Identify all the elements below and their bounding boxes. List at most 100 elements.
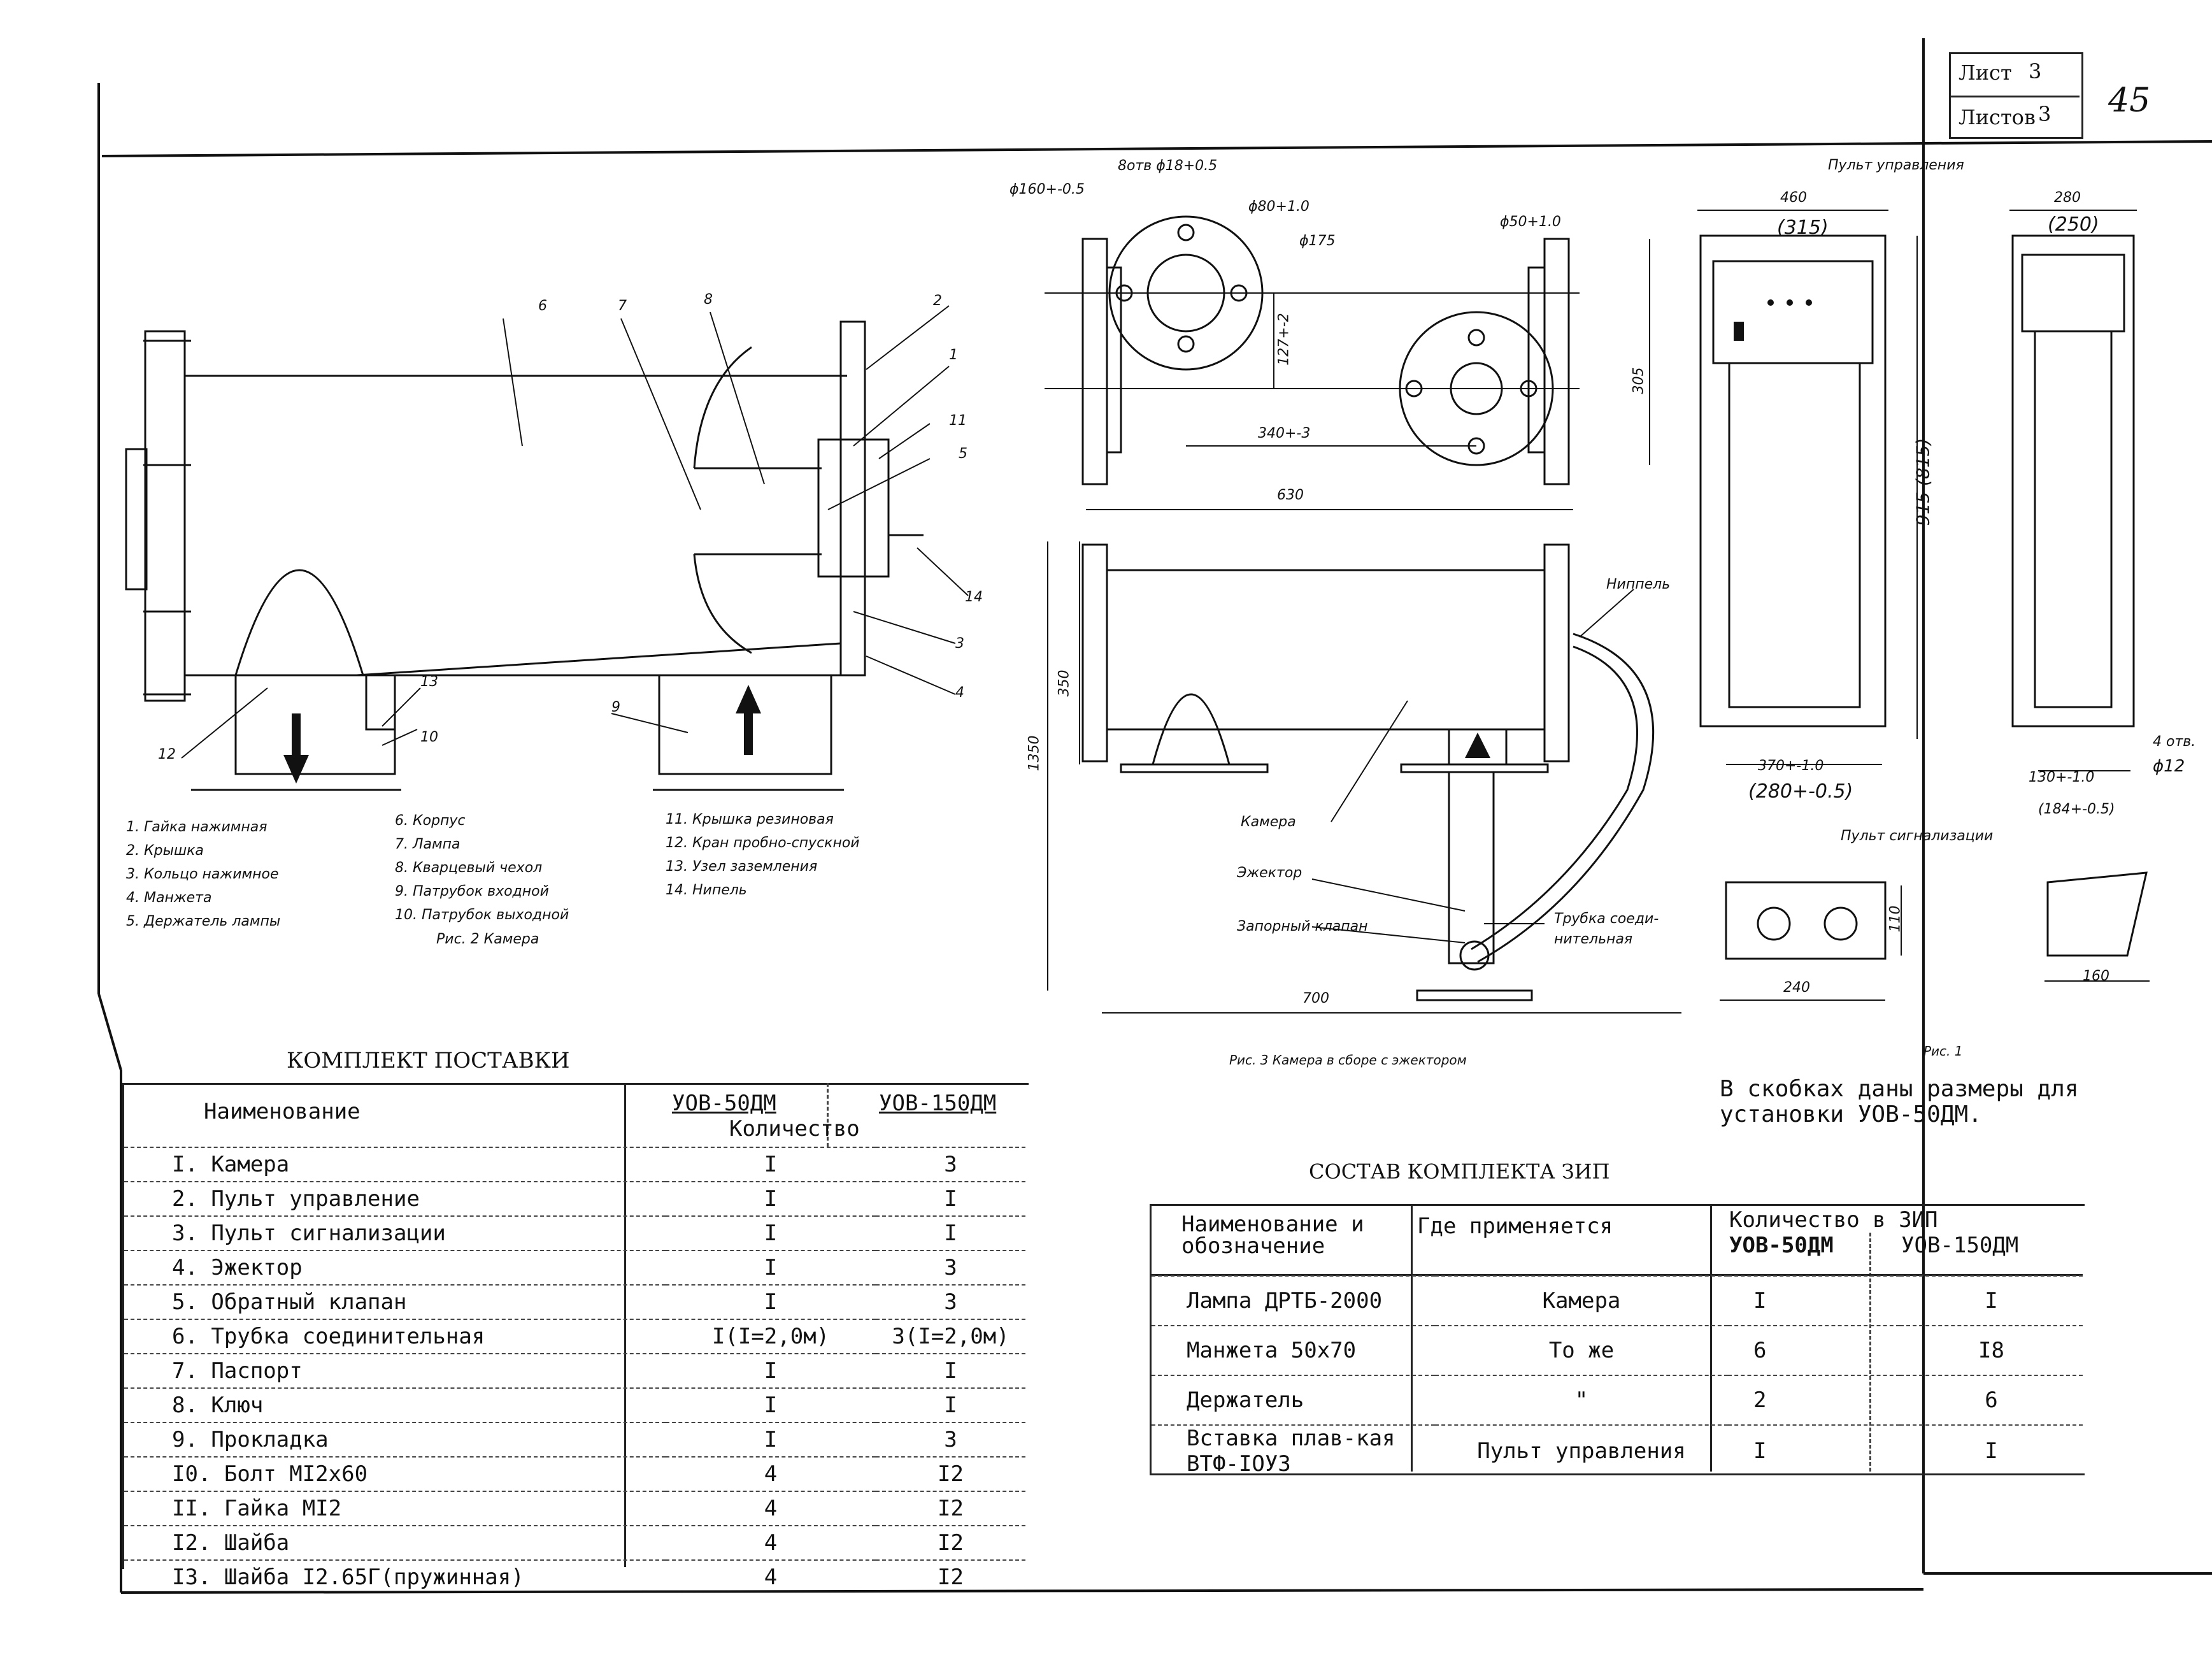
fig2-callout: 4 (955, 685, 964, 701)
fig3-label-nipple: Ниппель (1606, 577, 1671, 592)
sheet-number: 3 (2029, 59, 2042, 83)
delivery-col-b: УОВ-150ДМ (879, 1091, 997, 1116)
legend-item: 4. Манжета (126, 890, 212, 906)
delivery-cell-a: I (666, 1215, 876, 1250)
fig2-callout: 11 (949, 413, 967, 429)
sheets-label: Листов (1959, 105, 2036, 129)
fig2-callout: 12 (158, 747, 176, 763)
fig3-dim: 700 (1302, 991, 1329, 1007)
delivery-cell-name: I0. Болт MI2x60 (124, 1456, 666, 1491)
fig1-dim: 110 (1887, 905, 1904, 933)
zip-cell-where: " (1435, 1375, 1728, 1425)
dim-label: 8отв ϕ18+0.5 (1118, 158, 1218, 174)
delivery-cell-name: I2. Шайба (124, 1525, 666, 1560)
fig2-callout: 5 (959, 446, 967, 462)
delivery-cell-name: 9. Прокладка (124, 1422, 666, 1457)
fig1-dim: ϕ12 (2153, 757, 2185, 776)
fig3-label-chamber: Камера (1241, 814, 1296, 830)
zip-col-qty: Количество в ЗИП (1729, 1207, 1938, 1233)
fig1-signal-label: Пульт сигнализации (1841, 828, 1994, 844)
legend-item: 2. Крышка (126, 843, 204, 859)
legend-item: 3. Кольцо нажимное (126, 866, 279, 882)
delivery-cell-b: I (876, 1387, 1025, 1422)
dim-label: ϕ175 (1299, 233, 1336, 249)
fig1-control-label: Пульт управления (1828, 157, 1964, 173)
fig3-label-tube-1: Трубка соеди- (1554, 911, 1659, 927)
zip-title: СОСТАВ КОМПЛЕКТА ЗИП (1309, 1159, 1610, 1184)
delivery-cell-a: 4 (666, 1491, 876, 1526)
zip-cell-name: Лампа ДРТБ-2000 (1152, 1275, 1435, 1326)
dim-label: 340+-3 (1258, 426, 1311, 441)
fig2-callout: 8 (704, 292, 713, 308)
fig1-dim: 160 (2083, 968, 2109, 984)
delivery-table-frame (122, 1083, 1029, 1569)
zip-col-where: Где применяется (1417, 1214, 1613, 1239)
zip-cell-b: I (1900, 1424, 2083, 1477)
zip-cell-where: То же (1435, 1325, 1728, 1375)
fig2-callout: 1 (949, 347, 958, 363)
zip-cell-b: I8 (1900, 1325, 2083, 1375)
title-block-divider (1949, 96, 2080, 97)
delivery-cell-a: I (666, 1147, 876, 1182)
fig2-caption: Рис. 2 Камера (436, 931, 539, 947)
fig2-callout: 6 (538, 298, 547, 314)
delivery-cell-name: 3. Пульт сигнализации (124, 1215, 666, 1250)
zip-cell-where: Пульт управления (1435, 1424, 1728, 1477)
delivery-cell-b: I (876, 1181, 1025, 1216)
fig1-dim: 460 (1780, 190, 1807, 206)
delivery-cell-a: 4 (666, 1456, 876, 1491)
zip-cell-where: Камера (1435, 1275, 1728, 1326)
delivery-cell-a: I (666, 1422, 876, 1457)
legend-item: 9. Патрубок входной (395, 884, 549, 899)
fig2-legend-col3: 11. Крышка резиновая 12. Кран пробно-спу… (666, 808, 860, 902)
delivery-cell-b: I (876, 1215, 1025, 1250)
zip-cell-name: Держатель (1152, 1375, 1435, 1425)
dim-label: ϕ50+1.0 (1500, 214, 1561, 230)
fig1-dim: (280+-0.5) (1748, 780, 1853, 803)
fig2-legend-col2: 6. Корпус 7. Лампа 8. Кварцевый чехол 9.… (395, 809, 569, 927)
dimension-note: В скобках даны размеры для установки УОВ… (1720, 1077, 2079, 1128)
fig1-dim: (184+-0.5) (2038, 801, 2115, 817)
legend-item: 12. Кран пробно-спускной (666, 835, 860, 851)
fig1-dim: 370+-1.0 (1758, 758, 1824, 774)
delivery-col-name: Наименование (204, 1099, 360, 1124)
zip-cell-name: Вставка плав-кая ВТФ-IОУЗ (1152, 1424, 1435, 1477)
delivery-cell-a: 4 (666, 1559, 876, 1594)
delivery-cell-name: 7. Паспорт (124, 1353, 666, 1388)
fig2-callout: 14 (965, 589, 983, 605)
fig1-dim: (315) (1777, 217, 1829, 239)
zip-cell-name: Манжета 50x70 (1152, 1325, 1435, 1375)
delivery-cell-b: 3(I=2,0м) (876, 1319, 1025, 1354)
zip-cell-b: 6 (1900, 1375, 2083, 1425)
delivery-cell-a: I(I=2,0м) (666, 1319, 876, 1354)
legend-item: 8. Кварцевый чехол (395, 860, 543, 876)
fig2-callout: 13 (420, 674, 438, 690)
delivery-cell-a: 4 (666, 1525, 876, 1560)
legend-item: 6. Корпус (395, 813, 466, 829)
delivery-cell-name: 4. Эжектор (124, 1250, 666, 1285)
zip-cell-a: 6 (1728, 1325, 1900, 1375)
zip-col-a: УОВ-50ДМ (1729, 1233, 1834, 1258)
fig3-caption: Рис. 3 Камера в сборе с эжектором (1229, 1052, 1467, 1068)
fig3-label-valve: Запорный клапан (1237, 919, 1368, 935)
delivery-cell-b: I2 (876, 1525, 1025, 1560)
sheet-label: Лист (1959, 61, 2012, 85)
fig2-callout: 9 (611, 699, 620, 715)
fig1-dim: 240 (1783, 980, 1810, 996)
fig1-dim: 130+-1.0 (2029, 770, 2095, 785)
legend-item: 1. Гайка нажимная (126, 819, 268, 835)
delivery-col-qty: Количество (729, 1116, 860, 1142)
delivery-cell-b: 3 (876, 1284, 1025, 1319)
